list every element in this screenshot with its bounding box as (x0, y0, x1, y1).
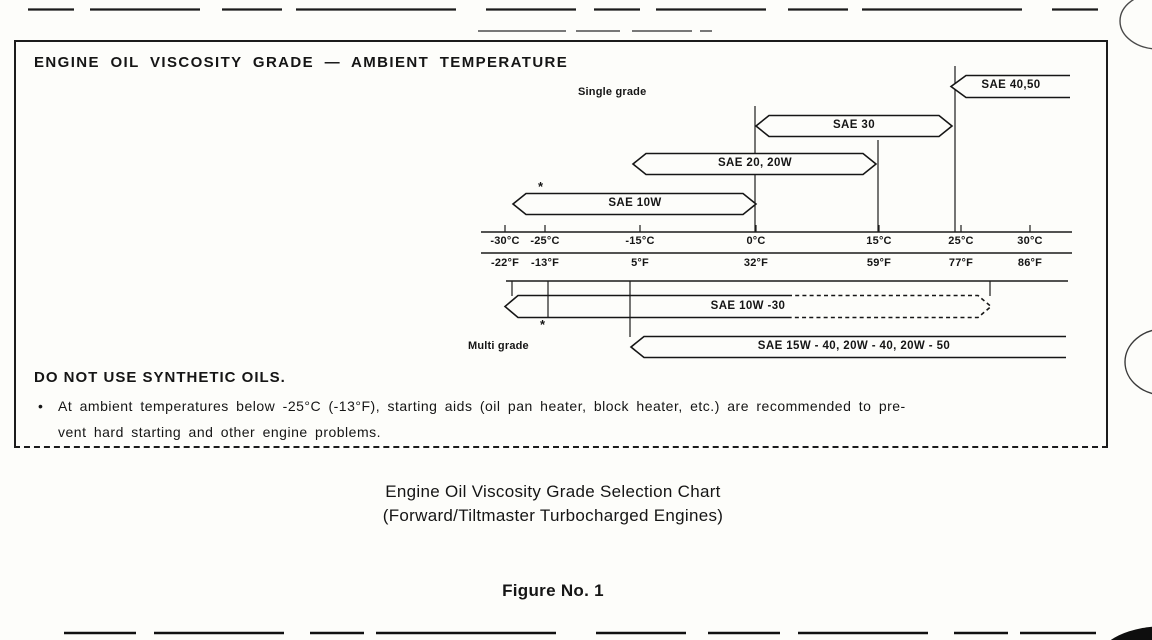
bar-sae-10w30-solid-outline (503, 294, 788, 319)
single-grade-label: Single grade (578, 86, 647, 98)
viscosity-bars (503, 74, 1070, 359)
note-line1: At ambient temperatures below -25°C (-13… (58, 398, 906, 414)
multi-grade-label: Multi grade (468, 340, 529, 352)
bar-label-sae-30: SAE 30 (832, 119, 876, 131)
axis-label-celsius: 0°C (746, 235, 766, 247)
binder-hole-top-icon (1119, 0, 1152, 50)
axis-label-fahrenheit: 5°F (631, 257, 649, 269)
bar-label-sae-15w40: SAE 15W - 40, 20W - 40, 20W - 50 (757, 340, 951, 352)
figure-label: Figure No. 1 (502, 581, 604, 600)
binder-hole-middle-icon (1124, 329, 1152, 395)
bar-label-sae-10w: SAE 10W (608, 197, 662, 209)
panel-title: ENGINE OIL VISCOSITY GRADE — AMBIENT TEM… (34, 54, 569, 71)
bar-label-sae-40-50: SAE 40,50 (981, 79, 1041, 91)
axis-lines (481, 231, 1072, 282)
multigrade-ticks (511, 281, 991, 337)
axis-label-celsius: 25°C (948, 235, 974, 247)
axis-label-celsius: -30°C (490, 235, 520, 247)
bar-sae-30-shape (754, 114, 954, 138)
axis-ticks (504, 225, 1031, 232)
bar-sae-10w30-fill (505, 295, 991, 318)
bar-sae-20-20w-shape (631, 152, 878, 176)
synthetic-oil-warning: DO NOT USE SYNTHETIC OILS. (34, 369, 286, 386)
bar-sae-15w40-shape (629, 335, 1066, 359)
footnote-asterisk: * (540, 317, 546, 332)
axis-label-fahrenheit: 59°F (866, 257, 892, 269)
axis-label-fahrenheit: 77°F (948, 257, 974, 269)
axis-label-fahrenheit: -13°F (530, 257, 560, 269)
axis-label-celsius: -15°C (625, 235, 655, 247)
caption-line2: (Forward/Tiltmaster Turbocharged Engines… (382, 506, 724, 525)
caption-line1: Engine Oil Viscosity Grade Selection Cha… (385, 482, 721, 501)
axis-label-celsius: 30°C (1017, 235, 1043, 247)
axis-label-fahrenheit: -22°F (490, 257, 520, 269)
note-bullet: • (38, 398, 44, 414)
footnote-asterisk: * (538, 179, 544, 194)
scan-blob-bottom-right (1110, 626, 1152, 640)
bar-label-sae-20-20w: SAE 20, 20W (717, 157, 793, 169)
axis-label-celsius: -25°C (530, 235, 560, 247)
axis-label-fahrenheit: 32°F (743, 257, 769, 269)
axis-label-fahrenheit: 86°F (1017, 257, 1043, 269)
chart-panel-border (14, 40, 1108, 448)
axis-label-celsius: 15°C (866, 235, 892, 247)
note-line2: vent hard starting and other engine prob… (58, 424, 382, 440)
bar-label-sae-10w30: SAE 10W -30 (710, 300, 786, 312)
bar-sae-40-50-shape (949, 74, 1070, 99)
bar-sae-10w-shape (511, 192, 758, 216)
